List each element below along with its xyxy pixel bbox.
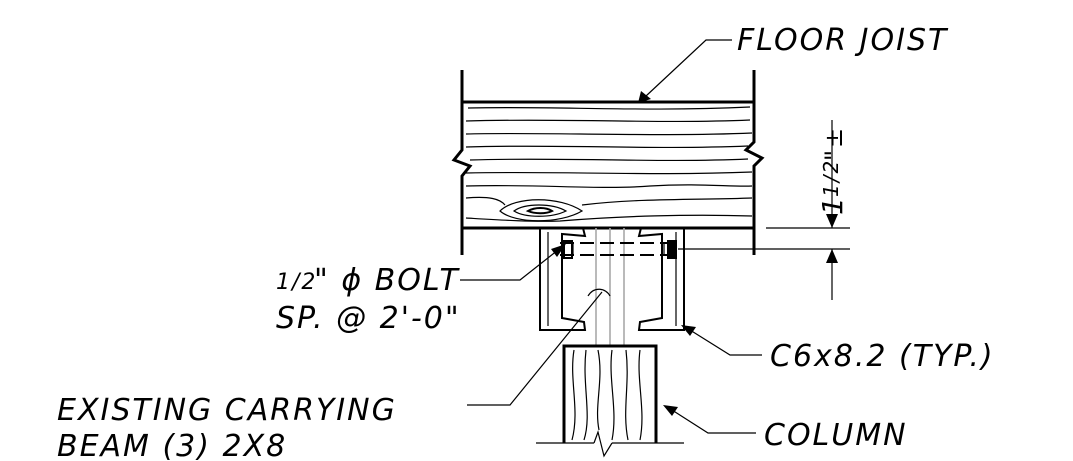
left-channel <box>539 227 587 331</box>
floor-joist-label: FLOOR JOIST <box>737 23 949 58</box>
bolt-label: 1/2 " ϕ BOLT SP. @ 2'-0" <box>276 263 461 336</box>
carrying-beam-label-line1: EXISTING CARRYING <box>57 393 397 428</box>
column <box>536 344 684 458</box>
bolt-size-fraction: 1/2 <box>276 270 317 295</box>
dimension-fraction: 1/2 <box>819 159 843 197</box>
floor-joist <box>451 70 765 255</box>
carrying-beam-label-line2: BEAM (3) 2X8 <box>57 429 287 461</box>
channel-label: C6x8.2 (TYP.) <box>770 339 995 374</box>
carrying-beam <box>595 228 625 346</box>
bolt <box>560 240 677 259</box>
dimension-whole: 1 <box>816 195 849 215</box>
bolt-label-text: " ϕ BOLT <box>314 263 461 298</box>
dimension-suffix: "± <box>820 126 848 161</box>
leaders <box>460 39 762 434</box>
dimension-label: 1 1/2 "± <box>816 126 849 215</box>
column-label: COLUMN <box>764 418 908 453</box>
bolt-spacing-label: SP. @ 2'-0" <box>276 301 461 336</box>
dimension-callout <box>678 120 850 300</box>
